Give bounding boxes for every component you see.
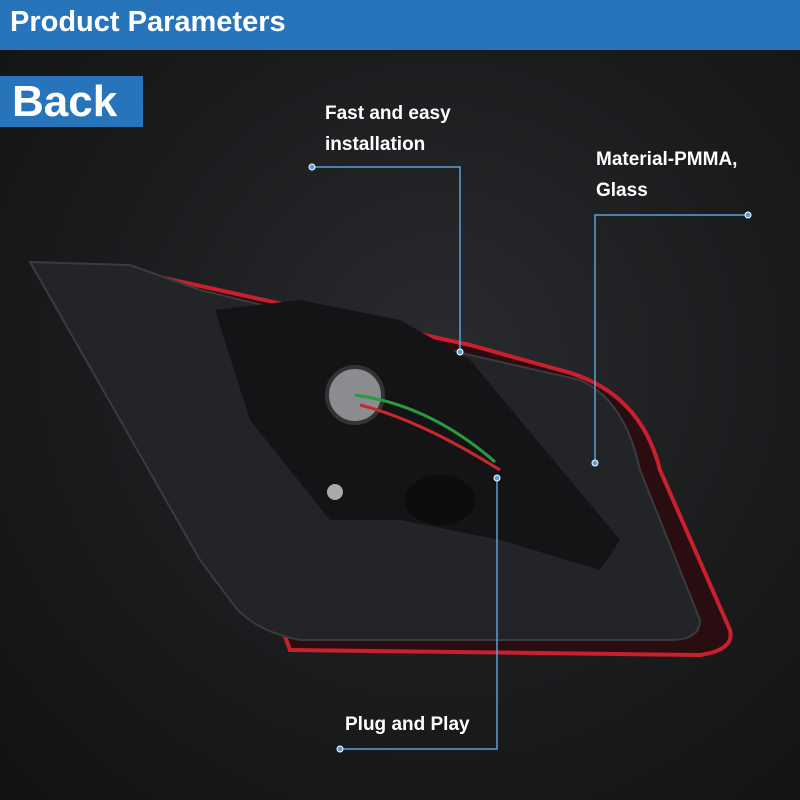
callout-installation: Fast and easy installation — [325, 98, 451, 160]
callout-material: Material-PMMA, Glass — [596, 144, 737, 206]
wire-red — [359, 403, 501, 472]
callout-text: installation — [325, 134, 426, 155]
callout-dot — [493, 474, 501, 482]
callout-text: Glass — [596, 180, 648, 201]
section-badge: Back — [0, 76, 143, 127]
callout-plug-and-play: Plug and Play — [345, 709, 470, 740]
mount-screw — [327, 484, 343, 500]
callout-dot — [591, 459, 599, 467]
lamp-vent — [405, 475, 475, 525]
callout-text: Fast and easy — [325, 103, 451, 124]
callout-line-installation — [312, 166, 461, 352]
mounting-plate — [215, 300, 620, 570]
header-bar: Product Parameters — [0, 0, 800, 50]
page-title: Product Parameters — [10, 6, 286, 38]
callout-dot — [456, 348, 464, 356]
callout-line-plug — [340, 478, 498, 750]
callout-text: Plug and Play — [345, 714, 470, 735]
callout-text: Material-PMMA, — [596, 149, 738, 170]
section-label: Back — [12, 77, 118, 126]
callout-dot — [744, 211, 752, 219]
callout-line-material — [594, 214, 748, 463]
callout-dot — [308, 163, 316, 171]
callout-dot — [336, 745, 344, 753]
wire-green — [354, 393, 496, 464]
